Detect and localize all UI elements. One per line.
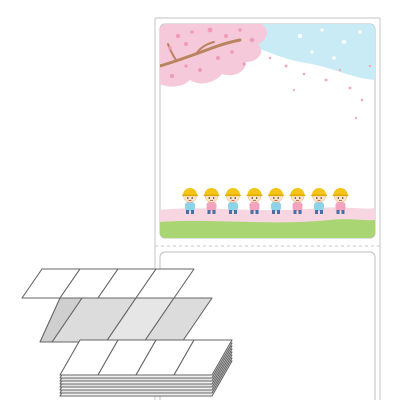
child-figure-icon bbox=[268, 188, 284, 214]
child-figure-icon bbox=[246, 188, 263, 214]
child-figure-icon bbox=[289, 188, 306, 214]
label-stack-icon bbox=[21, 268, 233, 397]
children-row bbox=[182, 188, 349, 214]
child-figure-icon bbox=[182, 188, 198, 214]
child-figure-icon bbox=[203, 188, 220, 214]
grass bbox=[160, 219, 375, 238]
petal-icon bbox=[168, 27, 255, 78]
printed-label bbox=[159, 23, 376, 239]
child-figure-icon bbox=[332, 188, 349, 214]
child-figure-icon bbox=[311, 188, 327, 214]
child-figure-icon bbox=[225, 188, 241, 214]
